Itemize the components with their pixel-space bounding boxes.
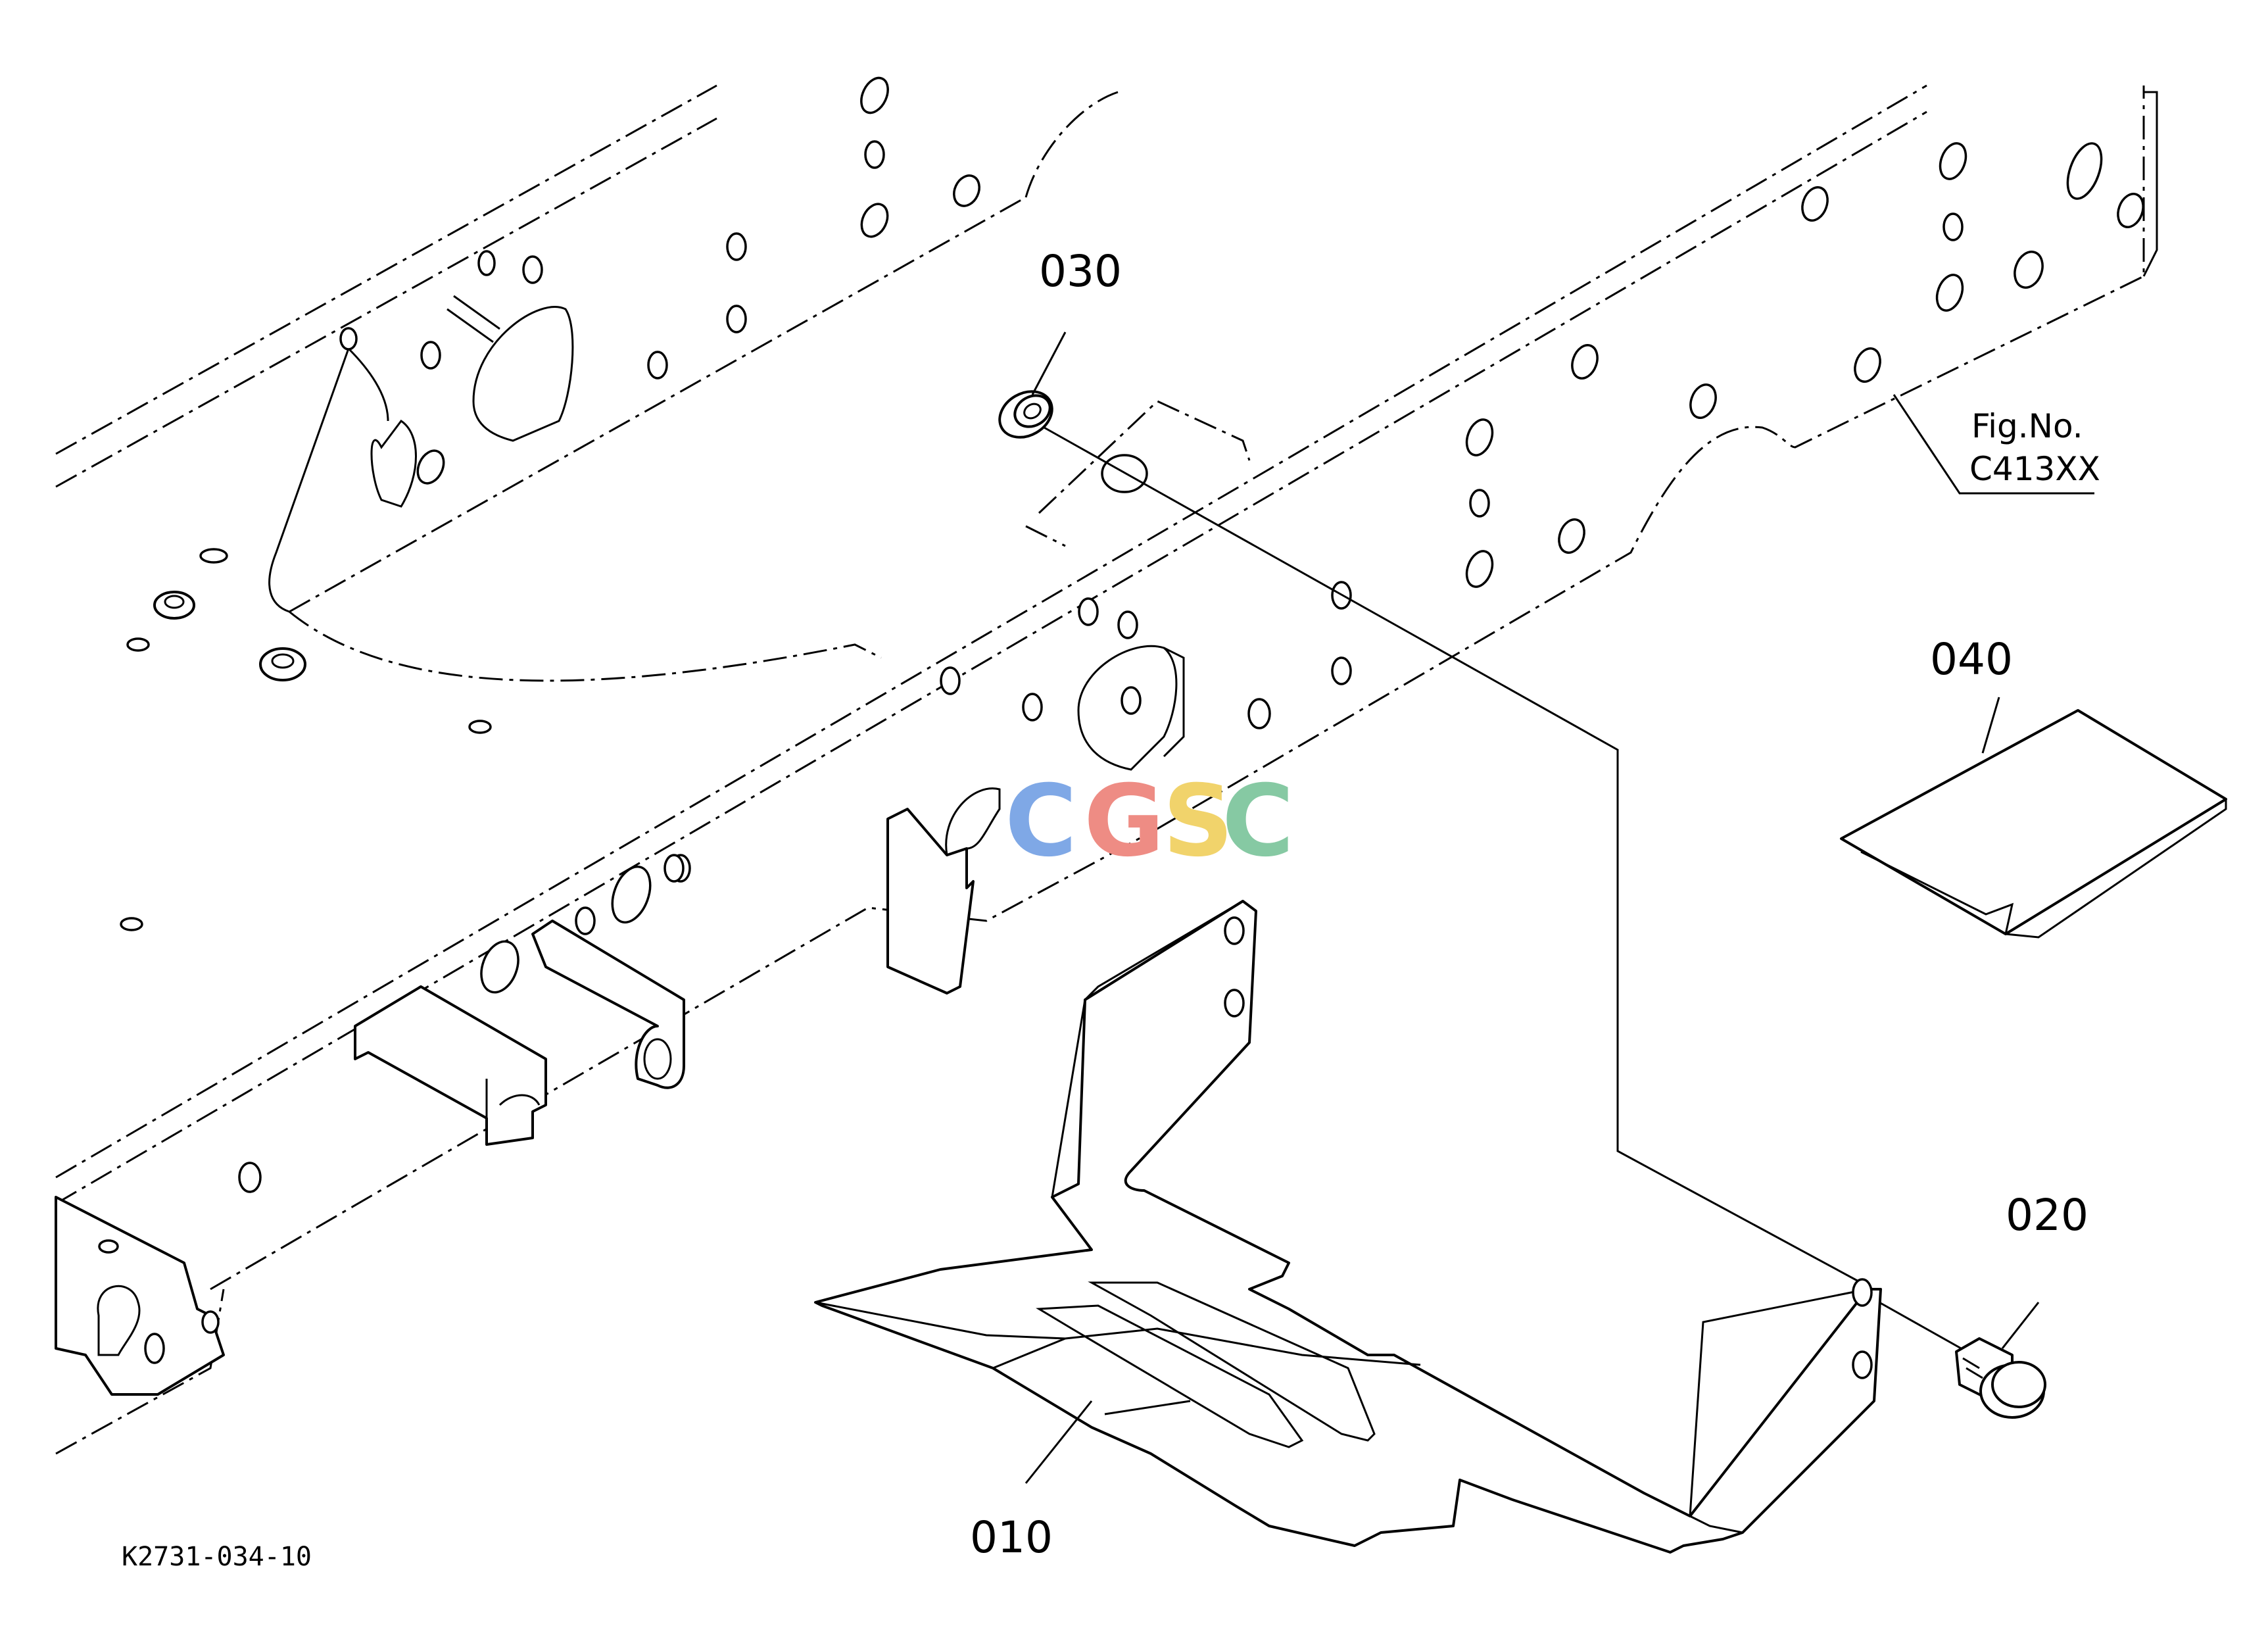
frame-nut-lower (259, 647, 306, 681)
main-frame-rail (55, 84, 2158, 1455)
part-020-bolt (1955, 1337, 2046, 1419)
callout-leaders (1025, 332, 2094, 1484)
frame-left-end (55, 1196, 225, 1396)
callout-020: 020 (2006, 1190, 2088, 1241)
upper-frame-rail (55, 76, 1119, 931)
watermark-letter-4: C (1222, 764, 1294, 879)
watermark-letter-3: S (1163, 764, 1234, 879)
callout-010: 010 (970, 1512, 1053, 1563)
figure-ref-line1: Fig.No. (1971, 407, 2083, 445)
assembly-lines (1032, 420, 1973, 1356)
frame-bracket-hinge (531, 920, 685, 1089)
callout-040: 040 (1930, 634, 2013, 685)
watermark-letter-2: G (1084, 764, 1165, 879)
figure-ref-line2: C413XX (1969, 450, 2100, 488)
frame-bracket-clip (354, 985, 547, 1146)
watermark: C G S C (1005, 764, 1294, 879)
watermark-letter-1: C (1005, 764, 1077, 879)
drawing-code: K2731-034-10 (122, 1542, 312, 1572)
frame-bracket-upright (886, 787, 1001, 995)
part-010-cover-plate (814, 900, 1882, 1554)
part-040-label (1840, 709, 2227, 939)
part-030-nut (998, 390, 1053, 439)
frame-nut-upper (153, 591, 195, 620)
callout-030: 030 (1039, 246, 1122, 297)
